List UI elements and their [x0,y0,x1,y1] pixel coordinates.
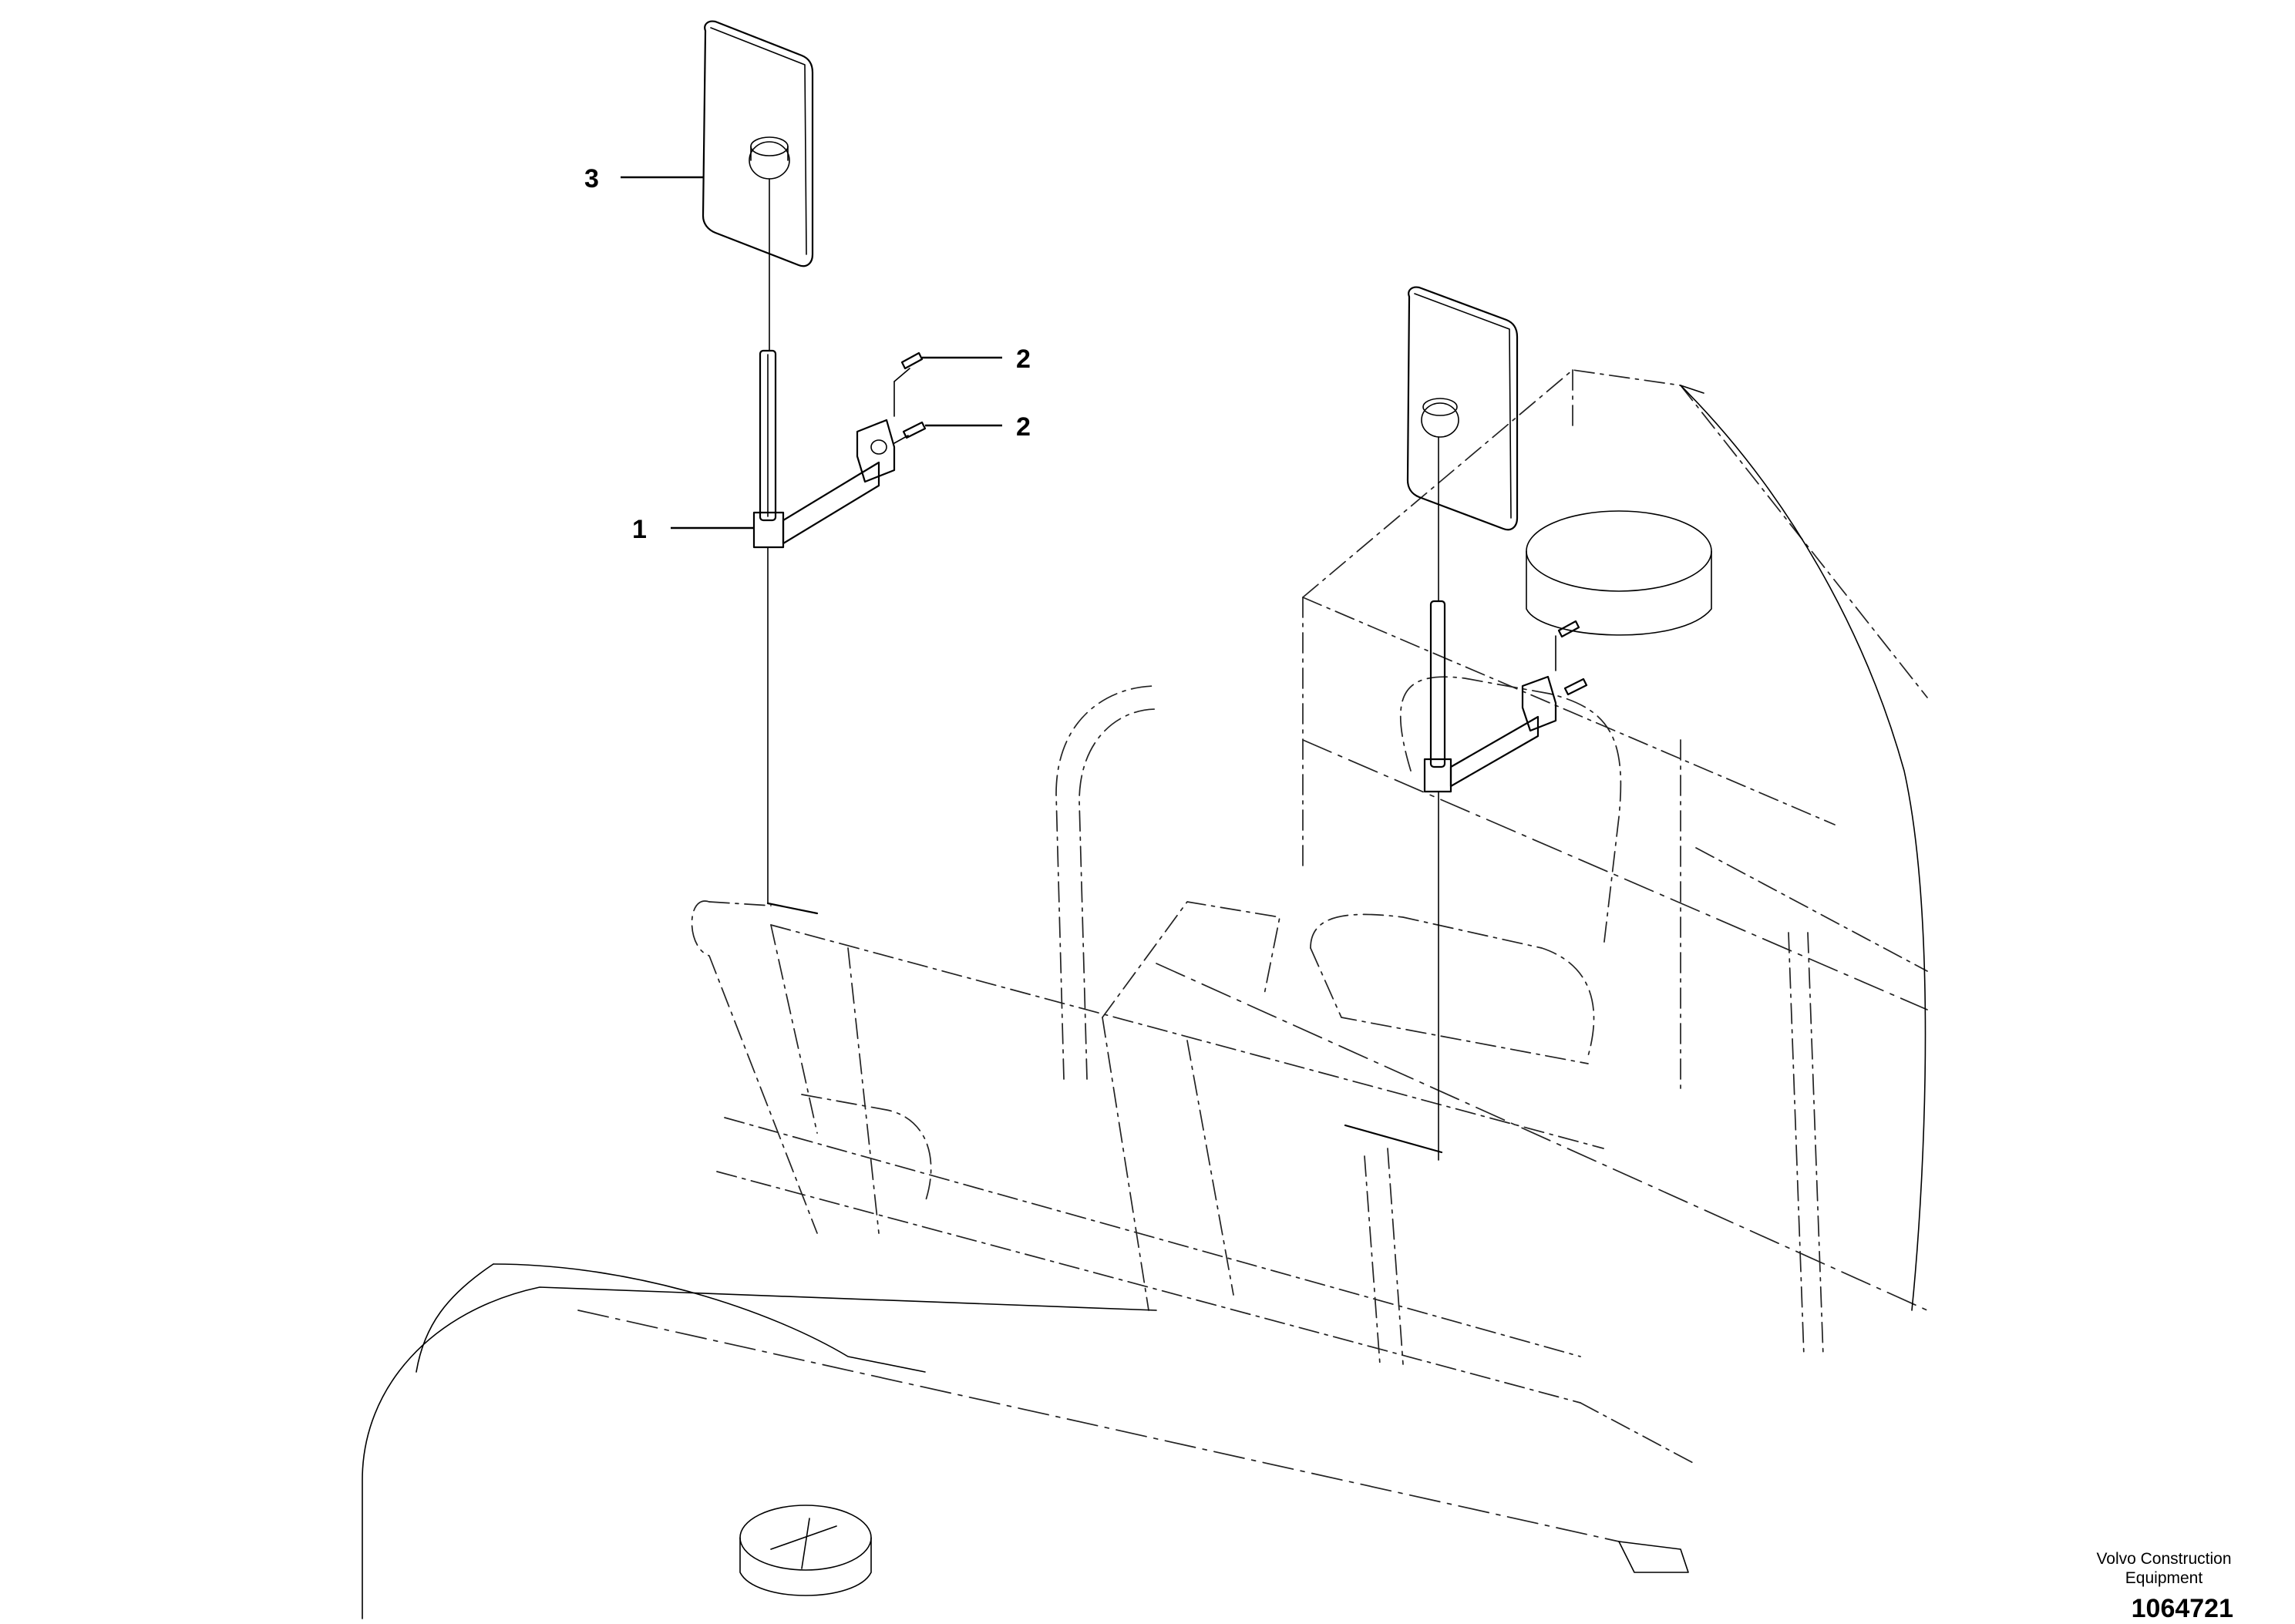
callout-2-upper-label: 2 [1016,345,1031,374]
brand-label: Volvo Construction Equipment [2096,1550,2232,1587]
machine-background [362,369,1928,1619]
callout-1-label: 1 [632,515,647,544]
mirror-assembly-installed [1344,286,1588,1161]
bolt-upper [893,351,924,417]
mirror-rod [759,349,777,522]
figure-number: 1064721 [2131,1594,2233,1623]
mirror-head-right [1406,286,1519,531]
callout-3-label: 3 [584,164,599,193]
bolt-lower [893,421,927,444]
callout-1: 1 [632,515,754,544]
callout-2-upper: 2 [922,345,1031,374]
mirror-assembly-exploded [702,20,927,915]
callout-2-lower-label: 2 [1016,412,1031,442]
mirror-head-left [702,20,814,267]
callout-3: 3 [584,164,703,193]
mirror-bracket [752,419,896,549]
callout-2-lower: 2 [925,412,1031,442]
